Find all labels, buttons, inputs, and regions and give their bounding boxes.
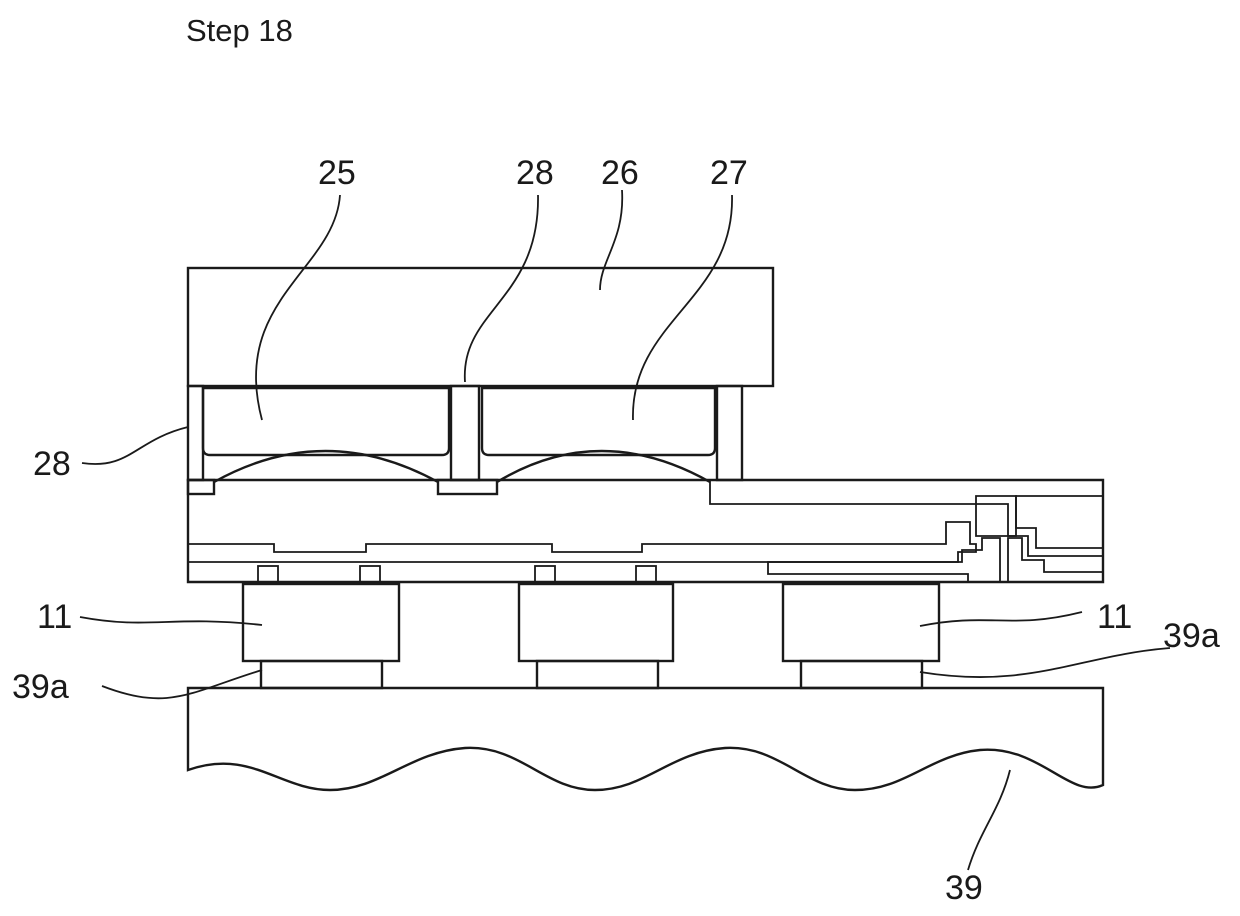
- pad-top-left: [188, 480, 214, 494]
- via-plug: [976, 496, 1016, 536]
- die-11-middle: [519, 584, 673, 661]
- pad-bottom-1: [258, 566, 278, 582]
- support-substrate-39: [188, 688, 1103, 790]
- leader-28-left: [82, 427, 188, 464]
- label-27: 27: [710, 154, 748, 192]
- pad-bottom-4: [636, 566, 656, 582]
- label-39a-left: 39a: [12, 668, 69, 706]
- label-11-right: 11: [1097, 598, 1132, 636]
- pad-top-middle: [438, 480, 497, 494]
- lens-element-27: [482, 388, 715, 455]
- spacer-28-right: [717, 386, 742, 480]
- redistribution-layer: [188, 522, 976, 562]
- bump-39a-middle: [537, 661, 658, 688]
- spacer-28-left: [188, 386, 203, 480]
- die-11-left: [243, 584, 399, 661]
- label-11-left: 11: [37, 598, 72, 636]
- die-11-right: [783, 584, 939, 661]
- pad-bottom-2: [360, 566, 380, 582]
- label-39: 39: [945, 869, 983, 907]
- leader-26: [600, 190, 622, 290]
- bump-39a-right: [801, 661, 922, 688]
- leader-39a-left: [102, 670, 262, 698]
- leader-11-right: [920, 612, 1082, 626]
- bump-39a-left: [261, 661, 382, 688]
- lens-element-25: [203, 388, 449, 455]
- label-25: 25: [318, 154, 356, 192]
- step-title: Step 18: [186, 13, 293, 48]
- leader-39a-right: [920, 648, 1170, 677]
- leader-39: [968, 770, 1010, 870]
- pad-bottom-3: [535, 566, 555, 582]
- leader-28-top: [465, 195, 538, 382]
- label-28-left: 28: [33, 445, 71, 483]
- label-39a-right: 39a: [1163, 617, 1220, 655]
- spacer-28-middle: [451, 386, 479, 480]
- label-28-top: 28: [516, 154, 554, 192]
- label-26: 26: [601, 154, 639, 192]
- leader-11-left: [80, 617, 262, 625]
- wiring-layer-lower-right: [1008, 538, 1103, 582]
